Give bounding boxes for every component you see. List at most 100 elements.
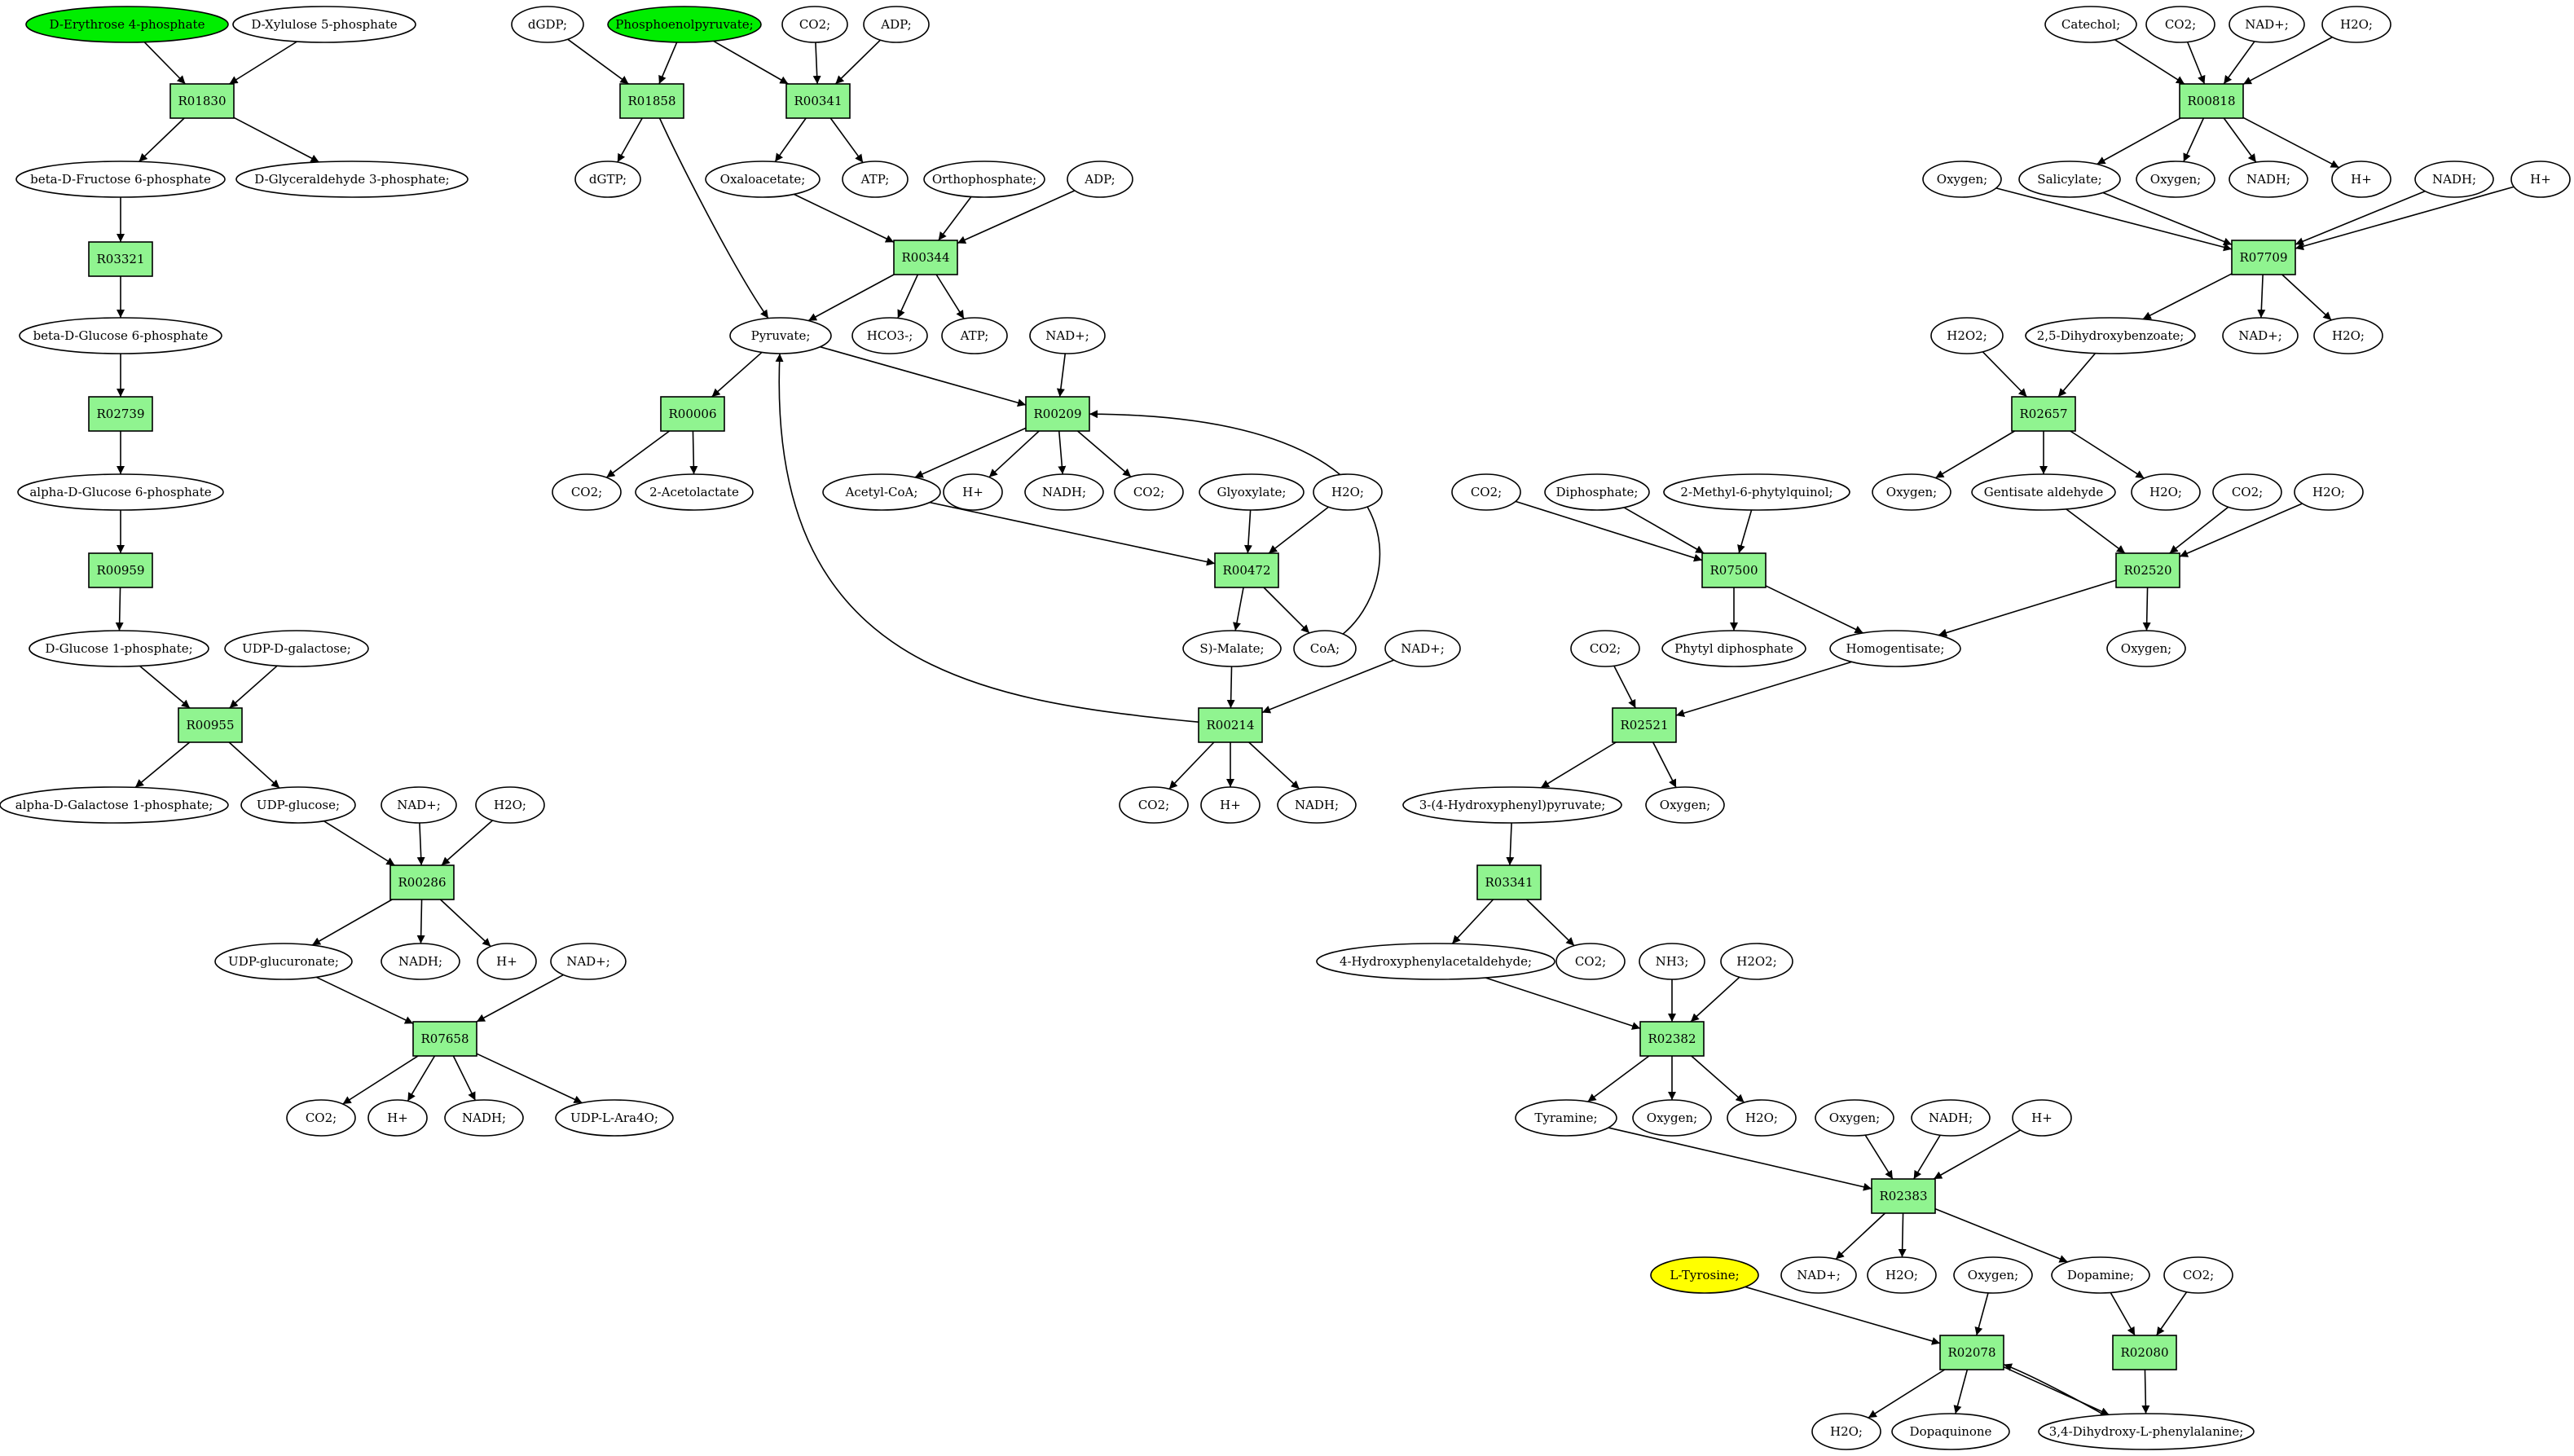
compound-node-c_co2_8[interactable]: CO2; (1451, 473, 1521, 511)
compound-node-c_udpglcA[interactable]: UDP-glucuronate; (214, 943, 353, 980)
reaction-node-r03341[interactable]: R03341 (1476, 864, 1542, 900)
compound-node-c_h2o3[interactable]: H2O; (2321, 6, 2391, 43)
reaction-node-r00959[interactable]: R00959 (88, 552, 153, 588)
reaction-node-r07709[interactable]: R07709 (2231, 240, 2296, 275)
compound-node-c_nadh1[interactable]: NADH; (381, 943, 460, 980)
compound-node-c_h2o5[interactable]: H2O; (2131, 473, 2201, 511)
compound-node-c_glx[interactable]: Glyoxylate; (1199, 473, 1305, 511)
reaction-node-r07658[interactable]: R07658 (412, 1021, 477, 1057)
compound-node-c_nadh2[interactable]: NADH; (444, 1099, 524, 1137)
compound-node-c_udpglc[interactable]: UDP-glucose; (240, 786, 356, 824)
compound-node-c_h2o9[interactable]: H2O; (1811, 1413, 1881, 1450)
compound-node-c_co2_5[interactable]: CO2; (1119, 786, 1189, 824)
reaction-node-r00209[interactable]: R00209 (1025, 396, 1090, 432)
reaction-node-r02521[interactable]: R02521 (1612, 707, 1677, 743)
compound-node-c_h2o2a[interactable]: H2O2; (1930, 317, 2004, 354)
reaction-node-r02078[interactable]: R02078 (1939, 1335, 2004, 1370)
compound-node-c_acoa[interactable]: Acetyl-CoA; (822, 473, 941, 511)
compound-node-c_pi[interactable]: Orthophosphate; (923, 161, 1045, 198)
reaction-node-r01830[interactable]: R01830 (169, 83, 235, 119)
compound-node-c_h3[interactable]: H+ (943, 473, 1003, 511)
compound-node-c_ldopa[interactable]: 3,4-Dihydroxy-L-phenylalanine; (2038, 1413, 2255, 1450)
compound-node-c_hga[interactable]: Homogentisate; (1829, 630, 1961, 667)
compound-node-c_mal[interactable]: S)-Malate; (1182, 630, 1282, 667)
compound-node-c_udpara[interactable]: UDP-L-Ara4O; (555, 1099, 674, 1137)
reaction-node-r02657[interactable]: R02657 (2011, 396, 2076, 432)
compound-node-c_atp2[interactable]: ATP; (941, 317, 1008, 354)
compound-node-c_nadh6[interactable]: NADH; (2414, 161, 2494, 198)
compound-node-c_h2o1[interactable]: H2O; (475, 786, 545, 824)
compound-node-c_oxy3[interactable]: Oxygen; (1872, 473, 1951, 511)
compound-node-c_h5[interactable]: H+ (2331, 161, 2391, 198)
compound-node-c_h2o2[interactable]: H2O; (1313, 473, 1383, 511)
compound-node-c_gal1p[interactable]: alpha-D-Galactose 1-phosphate; (0, 786, 229, 824)
compound-node-c_g1p[interactable]: D-Glucose 1-phosphate; (29, 630, 209, 667)
compound-node-c_acl[interactable]: 2-Acetolactate (635, 473, 754, 511)
compound-node-c_co2_1[interactable]: CO2; (286, 1099, 356, 1137)
compound-node-c_dopa[interactable]: Dopamine; (2051, 1256, 2150, 1294)
compound-node-c_co2_10[interactable]: CO2; (1555, 943, 1626, 980)
compound-node-c_dq[interactable]: Dopaquinone (1891, 1413, 2010, 1450)
compound-node-c_25dhb[interactable]: 2,5-Dihydroxybenzoate; (2025, 317, 2196, 354)
compound-node-c_pep[interactable]: Phosphoenolpyruvate; (607, 6, 762, 43)
compound-node-c_oxy4[interactable]: Oxygen; (2106, 630, 2186, 667)
reaction-node-r00955[interactable]: R00955 (178, 707, 243, 743)
reaction-node-r02520[interactable]: R02520 (2115, 552, 2180, 588)
compound-node-c_h2[interactable]: H+ (367, 1099, 428, 1137)
compound-node-c_atp1[interactable]: ATP; (842, 161, 909, 198)
compound-node-c_sal[interactable]: Salicylate; (2018, 161, 2121, 198)
compound-node-c_co2_7[interactable]: CO2; (2212, 473, 2282, 511)
compound-node-c_co2_3[interactable]: CO2; (552, 473, 622, 511)
compound-node-c_nadh4[interactable]: NADH; (1277, 786, 1357, 824)
compound-node-c_oxy1[interactable]: Oxygen; (1922, 161, 2002, 198)
compound-node-c_x5p[interactable]: D-Xylulose 5-phosphate (232, 6, 416, 43)
reaction-node-r00344[interactable]: R00344 (893, 240, 958, 275)
compound-node-c_nadh5[interactable]: NADH; (2229, 161, 2308, 198)
compound-node-c_nh3[interactable]: NH3; (1639, 943, 1705, 980)
compound-node-c_phpp[interactable]: Phytyl diphosphate (1661, 630, 1806, 667)
reaction-node-r02383[interactable]: R02383 (1871, 1178, 1936, 1214)
compound-node-c_oxy8[interactable]: Oxygen; (1953, 1256, 2033, 1294)
compound-node-c_h2o7[interactable]: H2O; (1727, 1099, 1797, 1137)
compound-node-c_h2o4[interactable]: H2O; (2313, 317, 2383, 354)
reaction-node-r00006[interactable]: R00006 (660, 396, 725, 432)
compound-node-c_h1[interactable]: H+ (477, 943, 537, 980)
compound-node-c_dgtp[interactable]: dGTP; (574, 161, 641, 198)
reaction-node-r00341[interactable]: R00341 (785, 83, 851, 119)
compound-node-c_nadh7[interactable]: NADH; (1911, 1099, 1991, 1137)
compound-node-c_co2_6[interactable]: CO2; (2145, 6, 2215, 43)
compound-node-c_hco3[interactable]: HCO3-; (851, 317, 928, 354)
compound-node-c_nad4[interactable]: NAD+; (1384, 630, 1461, 667)
compound-node-c_oaa[interactable]: Oxaloacetate; (705, 161, 821, 198)
compound-node-c_coa[interactable]: CoA; (1293, 630, 1357, 667)
compound-node-c_gald[interactable]: Gentisate aldehyde (1971, 473, 2116, 511)
compound-node-c_adp2[interactable]: ADP; (1067, 161, 1133, 198)
reaction-node-r07500[interactable]: R07500 (1701, 552, 1767, 588)
compound-node-c_nadh3[interactable]: NADH; (1024, 473, 1104, 511)
compound-node-c_4hpp[interactable]: 3-(4-Hydroxyphenyl)pyruvate; (1402, 786, 1622, 824)
reaction-node-r00286[interactable]: R00286 (389, 864, 455, 900)
compound-node-c_4hpa[interactable]: 4-Hydroxyphenylacetaldehyde; (1316, 943, 1555, 980)
compound-node-c_h2o2b[interactable]: H2O2; (1720, 943, 1793, 980)
reaction-node-r00472[interactable]: R00472 (1214, 552, 1279, 588)
compound-node-c_nad5[interactable]: NAD+; (2229, 6, 2305, 43)
compound-node-c_g3p[interactable]: D-Glyceraldehyde 3-phosphate; (235, 161, 469, 198)
compound-node-c_2m6pq[interactable]: 2-Methyl-6-phytylquinol; (1663, 473, 1850, 511)
compound-node-c_ag6p[interactable]: alpha-D-Glucose 6-phosphate (17, 473, 224, 511)
compound-node-c_ltyr[interactable]: L-Tyrosine; (1650, 1256, 1759, 1294)
compound-node-c_e4p[interactable]: D-Erythrose 4-phosphate (25, 6, 229, 43)
reaction-node-r02080[interactable]: R02080 (2112, 1335, 2177, 1370)
reaction-node-r01858[interactable]: R01858 (619, 83, 684, 119)
reaction-node-r02382[interactable]: R02382 (1639, 1021, 1705, 1057)
compound-node-c_dgdp[interactable]: dGDP; (511, 6, 584, 43)
compound-node-c_h6[interactable]: H+ (2510, 161, 2571, 198)
compound-node-c_nad1[interactable]: NAD+; (381, 786, 457, 824)
compound-node-c_nad2[interactable]: NAD+; (550, 943, 627, 980)
compound-node-c_bf6p[interactable]: beta-D-Fructose 6-phosphate (15, 161, 226, 198)
compound-node-c_oxy5[interactable]: Oxygen; (1645, 786, 1725, 824)
compound-node-c_h2o8[interactable]: H2O; (1867, 1256, 1937, 1294)
compound-node-c_co2_4[interactable]: CO2; (1114, 473, 1184, 511)
compound-node-c_nad7[interactable]: NAD+; (1780, 1256, 1857, 1294)
compound-node-c_ppi[interactable]: Diphosphate; (1544, 473, 1650, 511)
compound-node-c_h7[interactable]: H+ (2012, 1099, 2072, 1137)
